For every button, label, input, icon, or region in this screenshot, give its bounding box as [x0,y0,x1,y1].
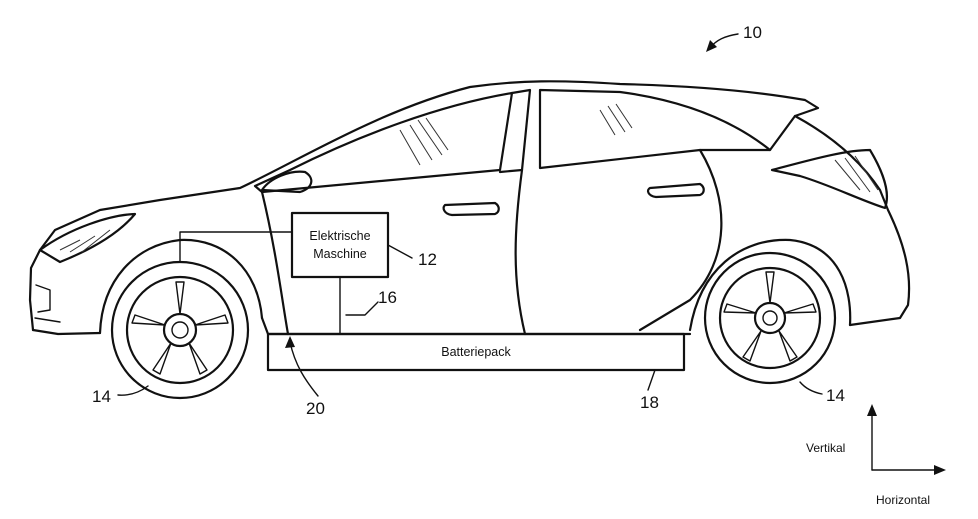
bumper-detail-lower [35,318,60,322]
rear-quarter-window [770,116,795,150]
bumper-detail [36,285,50,312]
car-body-outline [30,81,909,330]
rear-side-window [540,90,770,168]
ref-10: 10 [743,23,762,42]
b-pillar [500,90,530,172]
window-glare-rear [600,104,632,135]
side-sill [262,318,690,334]
ref-14-rear: 14 [826,386,845,405]
ref-20: 20 [306,399,325,418]
axis-horizontal-arrowhead [934,465,946,475]
rear-door-handle [648,184,704,197]
front-bumper [33,330,100,334]
front-door-edge [262,192,288,334]
ref-18: 18 [640,393,659,412]
front-wheel [112,262,248,398]
ref-14-front: 14 [92,387,111,406]
battery-label: Batteriepack [441,345,511,359]
axis-vertical-label: Vertikal [806,441,845,455]
axis-horizontal-label: Horizontal [876,493,930,507]
electric-machine-box [292,213,388,277]
front-window [255,93,512,192]
leader-12 [388,245,412,258]
front-door-handle [444,203,499,215]
headlight [40,214,135,262]
frame-arrowhead [285,336,295,348]
tail-light [772,150,887,208]
axis-vertical-arrowhead [867,404,877,416]
connection-marker [346,302,378,315]
front-wheel-arch [100,240,262,333]
window-glare-front [400,118,448,165]
leader-14-rear [800,382,822,394]
motor-label-line1: Elektrische [309,229,370,243]
rear-door-edge [516,170,525,334]
ref-16: 16 [378,288,397,307]
rear-wheel [705,253,835,383]
ref-12: 12 [418,250,437,269]
motor-label-line2: Maschine [313,247,367,261]
leader-18 [648,370,655,390]
rear-door-back-edge [640,150,721,330]
